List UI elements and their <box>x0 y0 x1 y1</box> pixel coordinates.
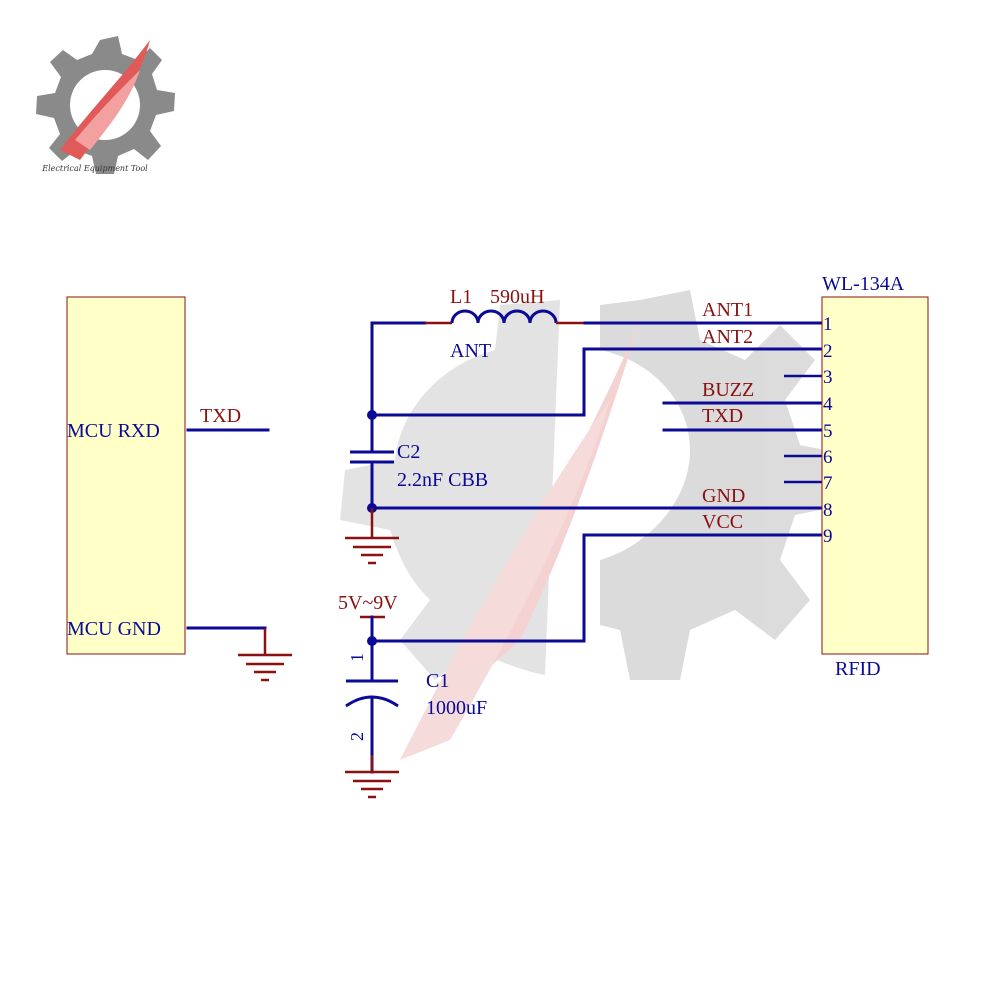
mcu-gnd-label: MCU GND <box>67 618 161 640</box>
module-name-label: RFID <box>835 658 881 680</box>
supply-label: 5V~9V <box>338 592 398 614</box>
pin-number-4: 4 <box>823 394 833 415</box>
c1-ref: C1 <box>426 670 449 692</box>
c1-pin2-label: 2 <box>347 732 367 741</box>
pin-number-9: 9 <box>823 526 833 547</box>
pin-number-6: 6 <box>823 447 833 468</box>
inductor-ref: L1 <box>450 286 472 308</box>
logo-caption: Electrical Equipment Tool <box>41 164 148 173</box>
pin-number-2: 2 <box>823 341 833 362</box>
c1-value: 1000uF <box>426 697 487 719</box>
company-logo: Electrical Equipment Tool <box>36 36 175 174</box>
inductor-l1 <box>370 309 585 325</box>
pin-number-7: 7 <box>823 473 833 494</box>
c2-ground-symbol <box>345 508 399 565</box>
net-buzz: BUZZ <box>702 379 754 401</box>
net-txd: TXD <box>702 405 743 427</box>
capacitor-c2 <box>350 413 394 510</box>
rfid-module-block <box>821 296 929 655</box>
c1-ground-symbol <box>345 755 399 799</box>
inductor-net-label: ANT <box>450 340 491 362</box>
net-ant1: ANT1 <box>702 299 753 321</box>
pin-number-3: 3 <box>823 367 833 388</box>
net-ant2: ANT2 <box>702 326 753 348</box>
pin-number-8: 8 <box>823 500 833 521</box>
pin-number-5: 5 <box>823 421 833 442</box>
pin-number-1: 1 <box>823 314 833 335</box>
mcu-txd-net-label: TXD <box>200 405 241 427</box>
watermark-logo <box>340 290 850 760</box>
mcu-rxd-label: MCU RXD <box>67 420 160 442</box>
capacitor-c1 <box>345 639 399 774</box>
c2-value: 2.2nF CBB <box>397 469 488 491</box>
module-part-label: WL-134A <box>822 273 905 295</box>
c1-pin1-label: 1 <box>347 653 367 662</box>
net-gnd: GND <box>702 485 745 507</box>
inductor-value: 590uH <box>490 286 544 308</box>
mcu-ground-symbol <box>186 626 292 682</box>
net-vcc: VCC <box>702 511 743 533</box>
c2-ref: C2 <box>397 441 420 463</box>
mcu-block <box>66 296 186 655</box>
